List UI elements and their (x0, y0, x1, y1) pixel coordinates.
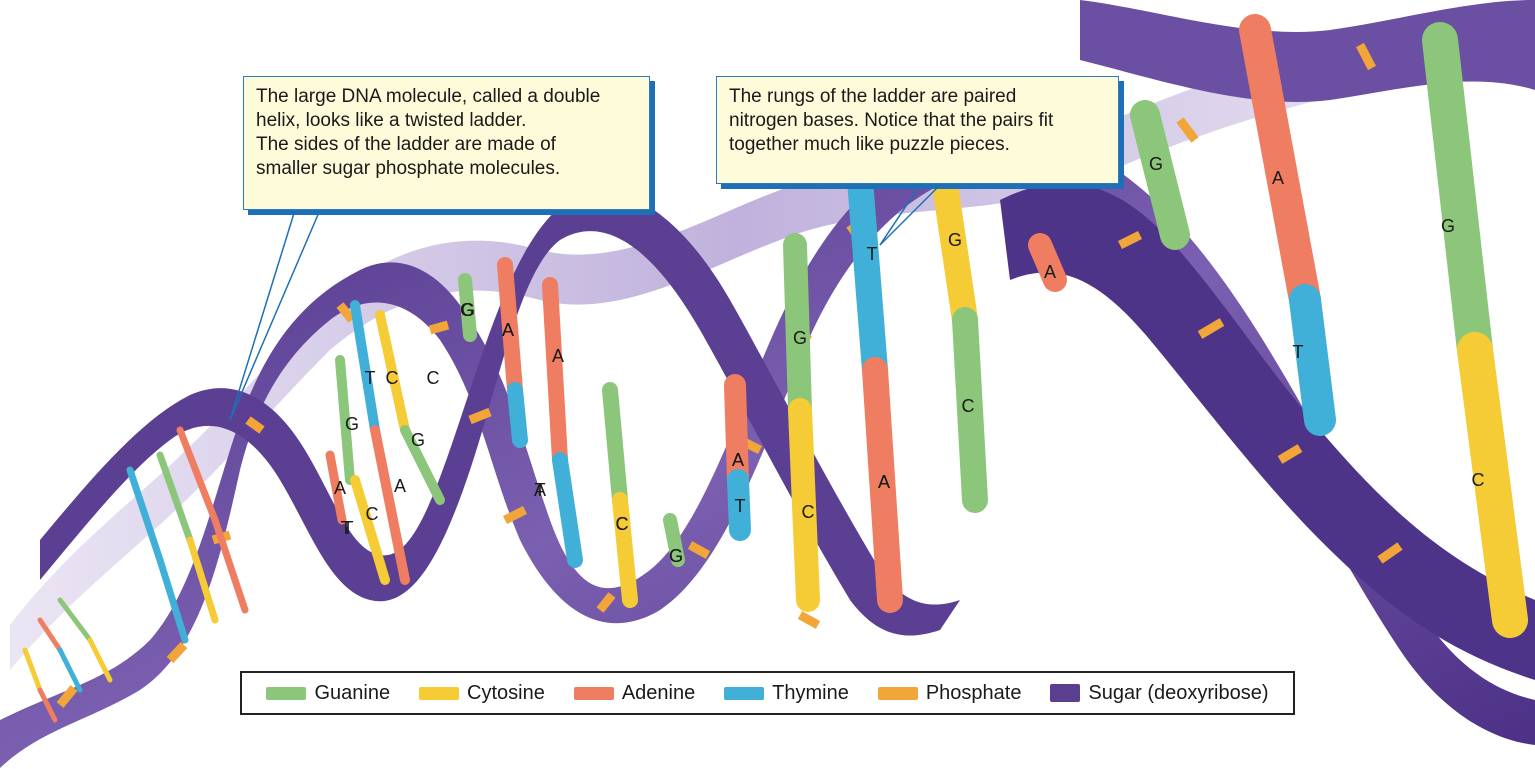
legend-item-guanine: Guanine (266, 682, 390, 705)
base-letter: A (534, 480, 546, 500)
sugar-swatch (1050, 684, 1080, 702)
legend-item-thymine: Thymine (724, 682, 849, 705)
callout-line: helix, looks like a twisted ladder. (256, 109, 637, 133)
callout-double-helix: The large DNA molecule, called a double … (243, 76, 650, 210)
base-letter: G (1149, 154, 1163, 174)
base-rung (560, 460, 575, 560)
adenine-swatch (574, 687, 614, 700)
legend-label: Sugar (deoxyribose) (1088, 682, 1268, 705)
legend-item-adenine: Adenine (574, 682, 695, 705)
callout-line: nitrogen bases. Notice that the pairs fi… (729, 109, 1106, 133)
thymine-swatch (724, 687, 764, 700)
base-letter: G (669, 546, 683, 566)
callout-line: smaller sugar phosphate molecules. (256, 157, 637, 181)
base-letter: C (802, 502, 815, 522)
callout-line: together much like puzzle pieces. (729, 133, 1106, 157)
base-rung (60, 650, 80, 690)
callout-line: The rungs of the ladder are paired (729, 85, 1106, 109)
base-letter: A (878, 472, 890, 492)
legend-item-phosphate: Phosphate (878, 682, 1022, 705)
base-letter: C (1472, 470, 1485, 490)
legend: Guanine Cytosine Adenine Thymine Phospha… (240, 671, 1295, 715)
callout-nitrogen-bases: The rungs of the ladder are paired nitro… (716, 76, 1119, 184)
base-letter: G (948, 230, 962, 250)
base-letter: G (411, 430, 425, 450)
base-letter: C (962, 396, 975, 416)
base-letter: T (1293, 342, 1304, 362)
legend-label: Phosphate (926, 682, 1022, 705)
base-letter: A (334, 478, 346, 498)
guanine-swatch (266, 687, 306, 700)
base-rung (515, 390, 520, 440)
legend-label: Adenine (622, 682, 695, 705)
base-letter: A (1272, 168, 1284, 188)
phosphate-mark (430, 325, 448, 330)
legend-label: Guanine (314, 682, 390, 705)
base-letter: T (365, 368, 376, 388)
base-letter: T (867, 244, 878, 264)
phosphate-mark (800, 615, 818, 625)
base-letter: A (1044, 262, 1056, 282)
base-rung (1305, 300, 1320, 420)
base-rung (610, 390, 620, 500)
base-rung (550, 285, 560, 460)
base-letter: G (345, 414, 359, 434)
base-letter: G (461, 300, 475, 320)
sugar-backbone-front-4 (1080, 0, 1535, 102)
base-rung (860, 180, 875, 370)
base-letter: G (793, 328, 807, 348)
base-rung (215, 520, 245, 610)
base-rung (60, 600, 90, 640)
base-letter: A (732, 450, 744, 470)
legend-item-cytosine: Cytosine (419, 682, 545, 705)
base-letter: C (366, 504, 379, 524)
base-rung (1440, 40, 1475, 350)
phosphate-swatch (878, 687, 918, 700)
base-letter: A (552, 346, 564, 366)
base-letter: G (1441, 216, 1455, 236)
base-letter: C (616, 514, 629, 534)
base-letter: T (343, 518, 354, 538)
cytosine-swatch (419, 687, 459, 700)
base-letter: A (394, 476, 406, 496)
base-letter: A (502, 320, 514, 340)
callout-line: The sides of the ladder are made of (256, 133, 637, 157)
base-letter: C (427, 368, 440, 388)
base-letter: T (735, 496, 746, 516)
base-rung (90, 640, 110, 680)
callout-line: The large DNA molecule, called a double (256, 85, 637, 109)
legend-label: Thymine (772, 682, 849, 705)
base-letter: C (386, 368, 399, 388)
base-rung (25, 650, 40, 690)
legend-item-sugar: Sugar (deoxyribose) (1050, 682, 1268, 705)
legend-label: Cytosine (467, 682, 545, 705)
